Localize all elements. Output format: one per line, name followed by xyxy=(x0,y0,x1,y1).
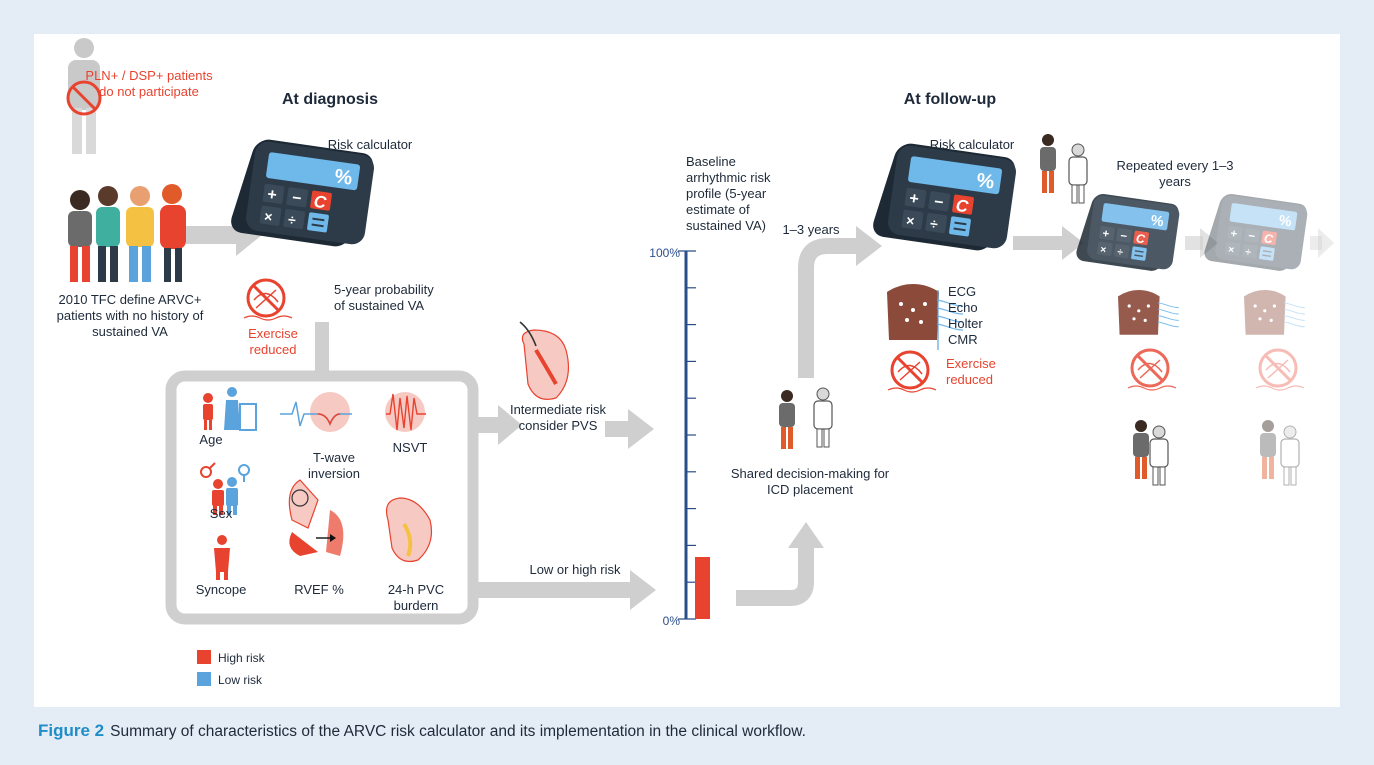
shared-decision-label: Shared decision-making for ICD placement xyxy=(730,466,890,497)
predictor-rvef: RVEF % xyxy=(294,582,344,597)
risk-scale xyxy=(678,250,710,620)
excluded-label: PLN+ / DSP+ patients do not participate xyxy=(85,68,213,99)
legend-high-swatch xyxy=(197,650,211,664)
heading-diagnosis: At diagnosis xyxy=(281,91,378,108)
scale-bottom-label: 0% xyxy=(662,614,680,628)
pvc-heart-icon xyxy=(385,497,433,563)
followup-calculator-label: Risk calculator xyxy=(929,137,1015,152)
doctor-icon xyxy=(813,387,833,448)
syncope-icon xyxy=(214,535,230,580)
legend-low-swatch xyxy=(197,672,211,686)
calculator-followup-icon xyxy=(869,141,1019,253)
age-icon xyxy=(203,387,257,431)
rvef-icon xyxy=(288,479,344,556)
excluded-patient-icon xyxy=(66,38,102,154)
scale-top-label: 100% xyxy=(649,246,680,260)
population-label: 2010 TFC define ARVC+ patients with no h… xyxy=(56,292,204,339)
doctor-followup-icon xyxy=(1068,143,1088,204)
pvs-heart-icon xyxy=(519,321,569,400)
exercise-reduced-followup-icon xyxy=(886,350,938,394)
predictor-pvc: 24-h PVC burdern xyxy=(387,582,445,613)
baseline-title: Baseline arrhythmic risk profile (5-year… xyxy=(686,154,771,233)
patient-repeat-icon xyxy=(1133,420,1149,479)
calculator-icon xyxy=(227,137,377,249)
flow-arrows xyxy=(186,214,1334,610)
exercise-reduced-icon xyxy=(242,278,294,322)
doctor-repeat-icon xyxy=(1149,425,1169,486)
low-high-label: Low or high risk xyxy=(529,562,621,577)
predictor-twave: T-wave inversion xyxy=(307,450,361,481)
exercise-label: Exercise reduced xyxy=(248,326,298,357)
heading-followup: At follow-up xyxy=(903,91,997,108)
caption-text: Summary of characteristics of the ARVC r… xyxy=(110,723,806,740)
baseline-risk-bar xyxy=(695,557,710,619)
caption-label: Figure 2 xyxy=(38,721,105,740)
twave-icon xyxy=(280,392,352,432)
repeated-label: Repeated every 1–3 years xyxy=(1116,158,1234,189)
figure-caption: Figure 2 Summary of characteristics of th… xyxy=(38,721,806,741)
probability-label: 5-year probability of sustained VA xyxy=(334,282,434,313)
intermediate-label: Intermediate risk consider PVS xyxy=(509,402,607,433)
test-holter: Holter xyxy=(948,316,983,331)
test-cmr: CMR xyxy=(948,332,978,347)
predictor-nsvt: NSVT xyxy=(392,440,428,455)
test-ecg: ECG xyxy=(948,284,977,299)
followup-exercise-label: Exercise reduced xyxy=(946,356,996,387)
calculator-label: Risk calculator xyxy=(327,137,413,152)
patient-icon xyxy=(779,390,795,449)
patients-group-icon xyxy=(68,184,186,282)
legend-low-label: Low risk xyxy=(218,673,263,687)
sex-icon xyxy=(200,462,250,515)
nsvt-icon xyxy=(385,392,426,432)
interval-label: 1–3 years xyxy=(782,222,840,237)
predictor-age: Age xyxy=(199,432,223,447)
predictor-sex: Sex xyxy=(209,506,233,521)
test-echo: Echo xyxy=(948,300,978,315)
patient-followup-icon xyxy=(1040,134,1056,193)
legend-high-label: High risk xyxy=(218,651,265,665)
predictor-syncope: Syncope xyxy=(195,582,247,597)
predictor-box xyxy=(165,370,479,625)
